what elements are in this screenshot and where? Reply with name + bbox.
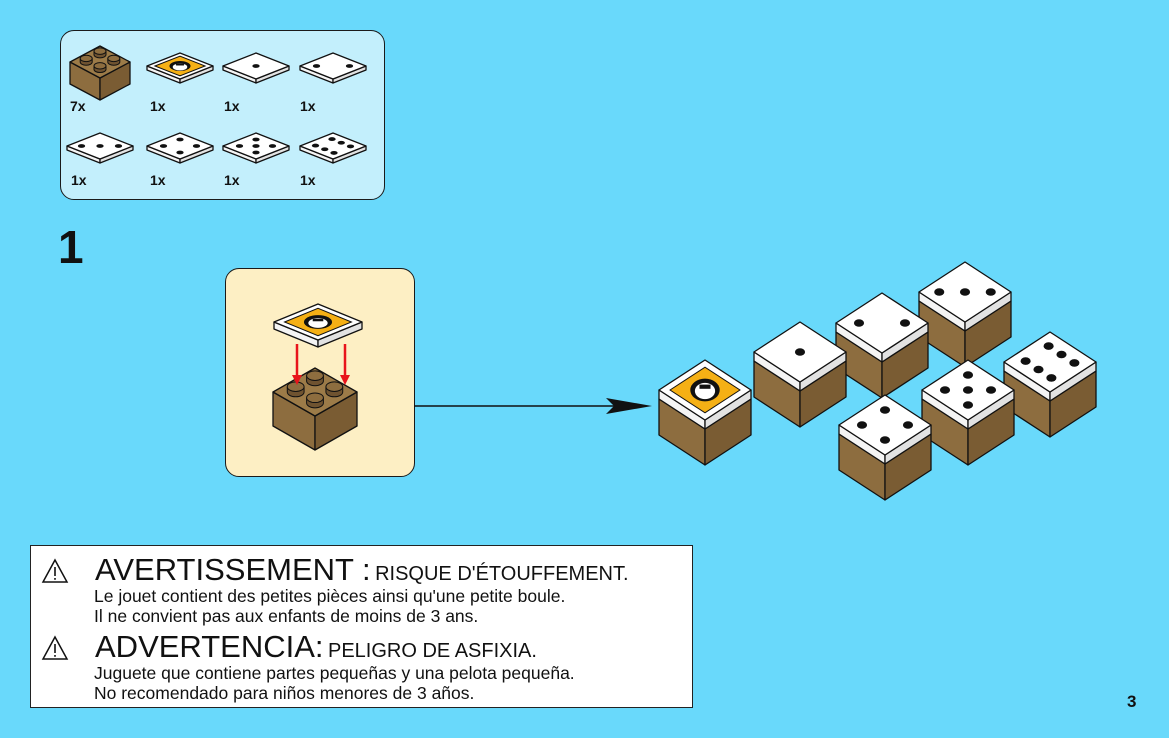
sub-assembly-picture-tile: [273, 303, 363, 348]
part-qty: 1x: [150, 98, 166, 114]
part-qty: 1x: [224, 172, 240, 188]
pip: [985, 288, 996, 296]
pip: [312, 64, 321, 68]
pip: [337, 140, 345, 145]
pip: [345, 64, 354, 68]
pip: [328, 137, 336, 142]
page-number: 3: [1127, 692, 1137, 711]
part-dice-tile: [66, 132, 134, 164]
result-dice-picture: [658, 359, 752, 466]
part-qty: 1x: [224, 98, 240, 114]
warning-text-fr-2: Il ne convient pas aux enfants de moins …: [94, 606, 479, 626]
pip: [252, 150, 260, 155]
step-number: 1: [58, 221, 84, 273]
part-dice-tile: [146, 132, 214, 164]
pip: [962, 371, 974, 379]
pip: [879, 436, 891, 444]
part-dice-tile: [222, 132, 290, 164]
part-qty: 1x: [71, 172, 87, 188]
arrow-head: [292, 375, 302, 385]
result-dice-6: [1003, 331, 1097, 438]
pip: [176, 150, 184, 155]
warning-title-es: ADVERTENCIA:: [95, 629, 324, 664]
choking-hazard-warning: AVERTISSEMENT : RISQUE D'ÉTOUFFEMENT. Le…: [30, 545, 693, 708]
pip: [159, 144, 168, 148]
result-dice-1: [753, 321, 847, 428]
warning-text-es-1: Juguete que contiene partes pequeñas y u…: [94, 663, 575, 683]
pip: [899, 319, 911, 327]
pip: [192, 144, 201, 148]
pip: [856, 421, 868, 429]
pip: [1046, 374, 1057, 382]
pip: [176, 137, 184, 142]
pip: [1056, 350, 1067, 359]
pip: [1020, 357, 1031, 365]
pip: [902, 421, 914, 429]
pip: [939, 386, 951, 394]
result-dice-5: [921, 359, 1015, 466]
pip: [1033, 365, 1044, 374]
pip: [934, 288, 945, 296]
warning-subtitle-fr: RISQUE D'ÉTOUFFEMENT.: [375, 563, 629, 585]
part-dice-tile: [299, 52, 367, 84]
pip: [346, 144, 355, 149]
result-dice-2: [835, 292, 929, 399]
result-dice-3: [918, 261, 1012, 368]
pip: [962, 386, 974, 394]
part-qty: 1x: [150, 172, 166, 188]
part-picture-tile: [146, 52, 214, 84]
part-dice-tile: [222, 52, 290, 84]
pip: [853, 319, 865, 327]
part-dice-tile: [299, 132, 367, 164]
warning-text-fr-1: Le jouet contient des petites pièces ain…: [94, 586, 566, 606]
result-dice-4: [838, 394, 932, 501]
pip: [330, 150, 338, 155]
pip: [962, 401, 974, 409]
pip: [96, 144, 104, 148]
pip: [1043, 342, 1054, 350]
pip: [235, 144, 244, 148]
pip: [794, 348, 806, 356]
pip: [77, 144, 86, 148]
pip: [114, 144, 123, 148]
pip: [252, 64, 260, 68]
pip: [1069, 359, 1080, 367]
warning-triangle-icon: [41, 558, 69, 583]
pip: [311, 143, 320, 148]
arrow-head: [606, 398, 652, 414]
warning-title-fr: AVERTISSEMENT :: [95, 552, 371, 587]
warning-triangle-icon: [41, 635, 69, 660]
warning-text-es-2: No recomendado para niños menores de 3 a…: [94, 683, 475, 703]
part-brick-2x2: [69, 45, 131, 101]
pip: [985, 386, 997, 394]
arrow-head: [340, 375, 350, 385]
pip: [321, 147, 329, 152]
pip: [268, 144, 277, 148]
pip: [879, 406, 891, 414]
part-qty: 1x: [300, 172, 316, 188]
warning-subtitle-es: PELIGRO DE ASFIXIA.: [328, 640, 537, 662]
pip: [252, 144, 260, 148]
part-qty: 1x: [300, 98, 316, 114]
sub-assembly-brick: [272, 367, 358, 451]
pip: [252, 137, 260, 142]
pip: [959, 288, 971, 296]
part-qty: 7x: [70, 98, 86, 114]
